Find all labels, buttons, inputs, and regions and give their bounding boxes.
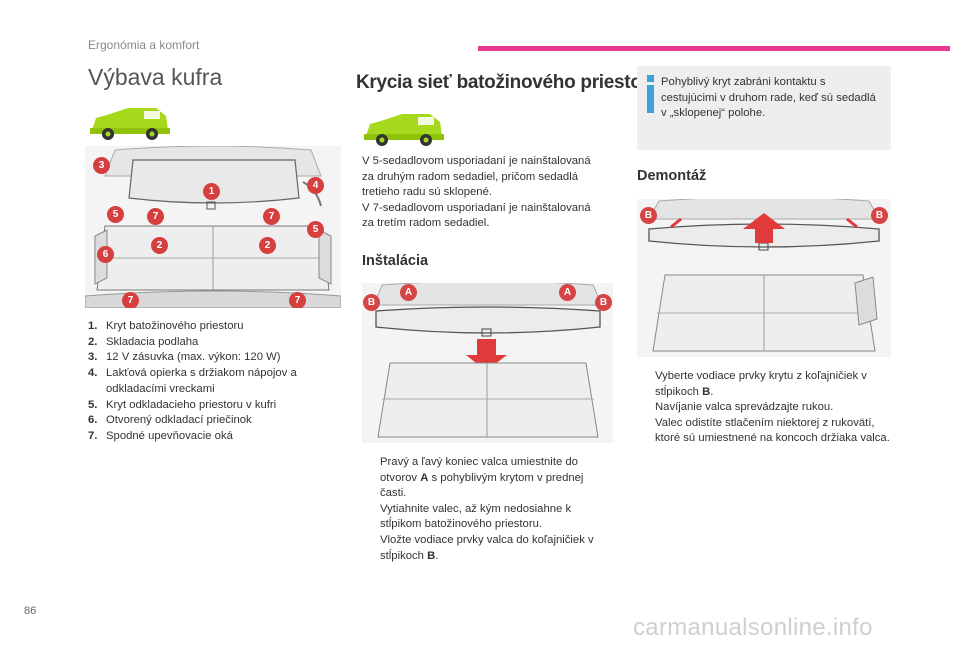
callout-7-right-upper: 7: [263, 208, 280, 225]
callout-5-right: 5: [307, 221, 324, 238]
watermark: carmanualsonline.info: [633, 614, 873, 641]
callout-B-right: B: [871, 207, 888, 224]
callout-7-left-upper: 7: [147, 208, 164, 225]
install-photo: B A A B: [362, 283, 613, 443]
trunk-drawing: [85, 146, 341, 308]
info-icon: [647, 75, 654, 113]
callout-5-left: 5: [107, 206, 124, 223]
list-item: Pravý a ľavý koniec valca umiestnite do …: [380, 456, 584, 500]
info-box: Pohyblivý kryt zabráni kontaktu s cestuj…: [637, 66, 891, 150]
removal-steps: Vyberte vodiace prvky krytu z koľajničie…: [637, 369, 893, 447]
removal-photo: B B: [637, 199, 891, 357]
removal-drawing: [637, 199, 891, 357]
list-item: Vyberte vodiace prvky krytu z koľajničie…: [655, 370, 867, 398]
list-item: Valec odistíte stlačením niektorej z ruk…: [655, 416, 890, 445]
callout-A-left: A: [400, 284, 417, 301]
legend-item: 4.Lakťová opierka s držiakom nápojov a o…: [88, 367, 297, 395]
install-heading: Inštalácia: [362, 253, 429, 269]
removal-heading: Demontáž: [637, 168, 707, 184]
legend-item: 5.Kryt odkladacieho priestoru v kufri: [88, 398, 277, 411]
install-steps: Pravý a ľavý koniec valca umiestnite do …: [362, 455, 612, 564]
trunk-photo: 3 1 4 5 7 7 5 2 2 6 7 7: [85, 146, 341, 308]
list-item: Vložte vodiace prvky valca do koľajničie…: [380, 533, 594, 562]
car-icon: [90, 108, 170, 140]
section-header: Ergonómia a komfort: [88, 38, 200, 52]
callout-3: 3: [93, 157, 110, 174]
page-title: Výbava kufra: [88, 64, 223, 90]
list-item: Navíjanie valca sprevádzajte rukou.: [655, 401, 834, 414]
info-text: Pohyblivý kryt zabráni kontaktu s cestuj…: [661, 76, 876, 119]
callout-A-right: A: [559, 284, 576, 301]
install-drawing: [362, 283, 613, 443]
legend-item: 7.Spodné upevňovacie oká: [88, 429, 233, 442]
callout-2-left: 2: [151, 237, 168, 254]
callout-2-right: 2: [259, 237, 276, 254]
list-item: Vytiahnite valec, až kým nedosiahne k st…: [380, 502, 572, 531]
car-icon: [364, 114, 444, 146]
callout-7-right-lower: 7: [289, 292, 306, 308]
page-number: 86: [24, 605, 37, 617]
intro-paragraph: V 5-sedadlovom usporiadaní je nainštalov…: [362, 155, 591, 230]
legend-item: 2.Skladacia podlaha: [88, 335, 199, 348]
callout-1: 1: [203, 183, 220, 200]
legend-list: 1.Kryt batožinového priestoru 2.Skladaci…: [88, 319, 328, 445]
legend-item: 1.Kryt batožinového priestoru: [88, 320, 244, 332]
callout-6: 6: [97, 246, 114, 263]
subsection-title: Krycia sieť batožinového priestoru: [356, 72, 661, 93]
callout-7-left-lower: 7: [122, 292, 139, 308]
callout-B-left: B: [363, 294, 380, 311]
legend-item: 3.12 V zásuvka (max. výkon: 120 W): [88, 351, 281, 364]
callout-B-left: B: [640, 207, 657, 224]
legend-item: 6.Otvorený odkladací priečinok: [88, 414, 252, 427]
callout-B-right: B: [595, 294, 612, 311]
callout-4: 4: [307, 177, 324, 194]
header-accent-rule: [478, 46, 950, 51]
